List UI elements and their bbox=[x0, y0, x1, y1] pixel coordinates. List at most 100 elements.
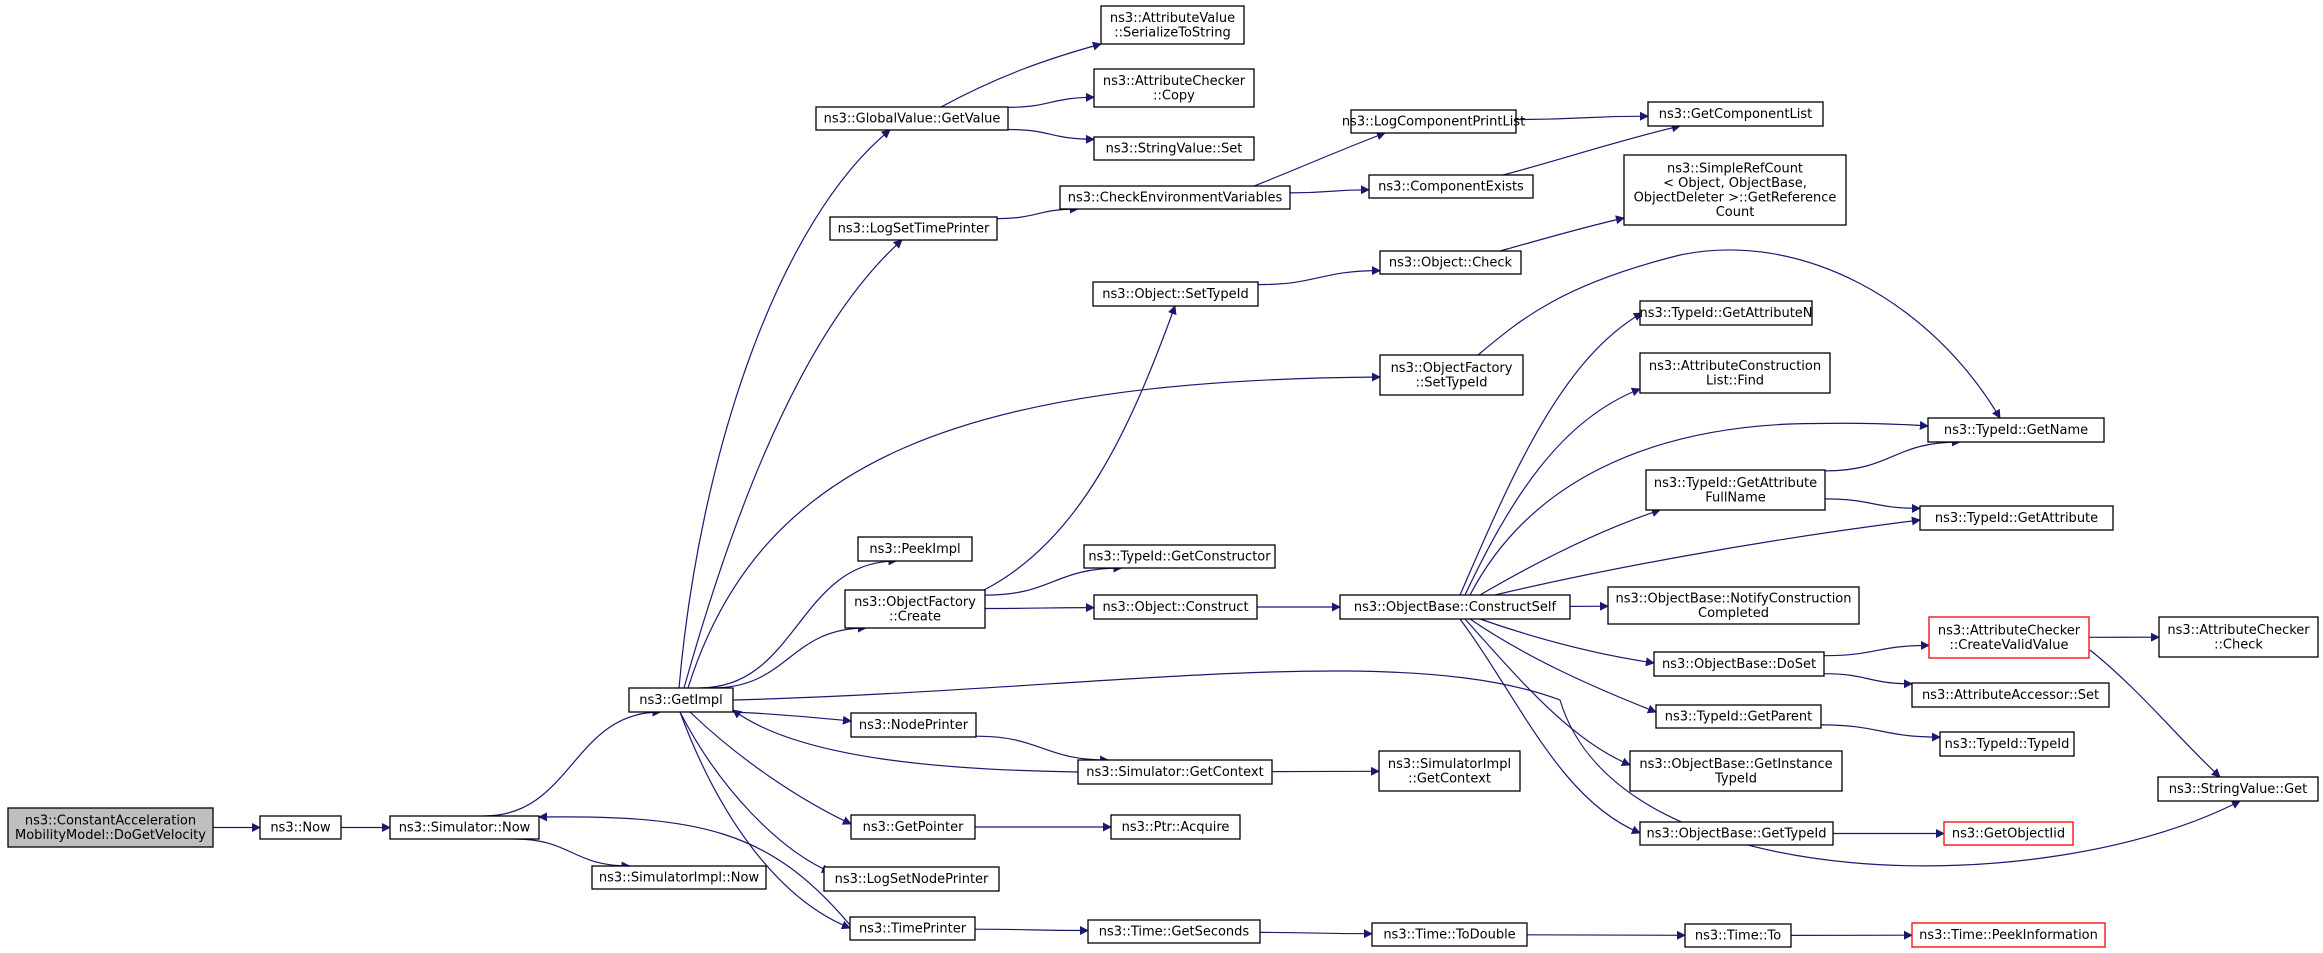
node-box bbox=[1911, 922, 2106, 948]
node-ptracquire[interactable]: ns3::Ptr::Acquire bbox=[1110, 814, 1241, 840]
node-tidtypeid[interactable]: ns3::TypeId::TypeId bbox=[1939, 731, 2075, 757]
nodes-layer: ns3::ConstantAccelerationMobilityModel::… bbox=[7, 5, 2319, 948]
node-label: ns3::SimulatorImpl bbox=[1388, 757, 1511, 772]
node-label: ns3::GlobalValue::GetValue bbox=[824, 112, 1001, 127]
node-objcheck[interactable]: ns3::Object::Check bbox=[1379, 250, 1522, 275]
node-root[interactable]: ns3::ConstantAccelerationMobilityModel::… bbox=[7, 807, 214, 848]
node-label: ns3::TimePrinter bbox=[859, 922, 967, 937]
call-edge-ofcreate-to-tidgetctor bbox=[984, 563, 1123, 596]
node-box bbox=[1350, 109, 1517, 134]
node-label: ns3::TypeId::GetConstructor bbox=[1088, 550, 1271, 565]
node-box bbox=[1655, 704, 1822, 729]
node-label: ns3::Time::GetSeconds bbox=[1099, 925, 1250, 940]
call-edge-gvgetvalue-to-accopy bbox=[1007, 92, 1095, 108]
call-edge-obconstructself-to-obgettypeid bbox=[1459, 618, 1641, 835]
node-peekimpl[interactable]: ns3::PeekImpl bbox=[857, 536, 973, 562]
node-svget[interactable]: ns3::StringValue::Get bbox=[2157, 776, 2319, 802]
node-obconstructself[interactable]: ns3::ObjectBase::ConstructSelf bbox=[1339, 594, 1571, 620]
node-box bbox=[1623, 154, 1847, 226]
node-tidgetctor[interactable]: ns3::TypeId::GetConstructor bbox=[1083, 544, 1276, 569]
node-label: ns3::Time::To bbox=[1695, 929, 1781, 944]
node-label: ns3::GetObjectIid bbox=[1952, 827, 2065, 842]
node-box bbox=[1379, 354, 1524, 396]
node-timeprinter[interactable]: ns3::TimePrinter bbox=[849, 916, 976, 941]
call-edge-checkenv-to-logcompprint bbox=[1253, 131, 1386, 187]
node-getobjectiid[interactable]: ns3::GetObjectIid bbox=[1943, 821, 2074, 846]
call-edge-obconstructself-to-tidgetattrfull bbox=[1479, 508, 1661, 596]
node-box bbox=[1339, 594, 1571, 620]
node-box bbox=[1607, 586, 1860, 625]
node-simimplnow[interactable]: ns3::SimulatorImpl::Now bbox=[591, 865, 767, 890]
node-tidgetname[interactable]: ns3::TypeId::GetName bbox=[1927, 417, 2105, 443]
node-now[interactable]: ns3::Now bbox=[259, 815, 342, 840]
node-tidgetparent[interactable]: ns3::TypeId::GetParent bbox=[1655, 704, 1822, 729]
node-nodeprinter[interactable]: ns3::NodePrinter bbox=[850, 712, 977, 738]
node-label: ns3::Object::Check bbox=[1389, 256, 1513, 271]
node-checkenv[interactable]: ns3::CheckEnvironmentVariables bbox=[1059, 185, 1291, 210]
call-edge-gvgetvalue-to-svset bbox=[1007, 128, 1095, 144]
node-box bbox=[850, 814, 976, 840]
node-logsettime[interactable]: ns3::LogSetTimePrinter bbox=[829, 216, 998, 241]
node-simgetctx[interactable]: ns3::Simulator::GetContext bbox=[1077, 759, 1273, 785]
node-objsettypeid[interactable]: ns3::Object::SetTypeId bbox=[1092, 281, 1259, 307]
node-timegetsec[interactable]: ns3::Time::GetSeconds bbox=[1087, 919, 1261, 944]
node-compexists[interactable]: ns3::ComponentExists bbox=[1368, 174, 1534, 199]
node-ofcreate[interactable]: ns3::ObjectFactory::Create bbox=[844, 589, 986, 629]
node-obnotify[interactable]: ns3::ObjectBase::NotifyConstructionCompl… bbox=[1607, 586, 1860, 625]
node-tidgetattrn[interactable]: ns3::TypeId::GetAttributeN bbox=[1639, 300, 1813, 326]
call-edge-obdoset-to-aaset bbox=[1823, 673, 1913, 689]
node-box bbox=[1927, 417, 2105, 443]
node-timepeek[interactable]: ns3::Time::PeekInformation bbox=[1911, 922, 2106, 948]
node-logsetnode[interactable]: ns3::LogSetNodePrinter bbox=[823, 866, 1000, 892]
node-label: Completed bbox=[1698, 606, 1769, 621]
node-box bbox=[1110, 814, 1241, 840]
node-accreatevalid[interactable]: ns3::AttributeChecker::CreateValidValue bbox=[1928, 616, 2090, 659]
node-label: ns3::SimulatorImpl::Now bbox=[599, 871, 760, 886]
call-edge-objsettypeid-to-objcheck bbox=[1257, 266, 1381, 286]
node-label: ns3::AttributeConstruction bbox=[1649, 359, 1821, 374]
node-box bbox=[1368, 174, 1534, 199]
node-aaset[interactable]: ns3::AttributeAccessor::Set bbox=[1911, 682, 2110, 708]
node-label: ns3::TypeId::GetAttribute bbox=[1935, 511, 2098, 526]
node-box bbox=[850, 712, 977, 738]
node-box bbox=[815, 106, 1009, 131]
node-timeto[interactable]: ns3::Time::To bbox=[1684, 923, 1792, 948]
node-box bbox=[1093, 68, 1255, 108]
call-edge-timeprinter-to-simnow bbox=[538, 812, 851, 926]
node-label: ns3::AttributeAccessor::Set bbox=[1922, 688, 2099, 703]
node-label: ns3::AttributeChecker bbox=[1938, 623, 2081, 638]
node-accopy[interactable]: ns3::AttributeChecker::Copy bbox=[1093, 68, 1255, 108]
node-simnow[interactable]: ns3::Simulator::Now bbox=[389, 815, 540, 840]
call-edge-tidgetattrfull-to-tidgetname bbox=[1824, 437, 1961, 472]
node-getimpl[interactable]: ns3::GetImpl bbox=[628, 687, 734, 713]
node-label: ns3::AttributeChecker bbox=[2167, 623, 2310, 638]
node-getcomplist[interactable]: ns3::GetComponentList bbox=[1647, 101, 1824, 127]
node-box bbox=[2157, 776, 2319, 802]
node-label: ns3::ObjectBase::GetTypeId bbox=[1647, 827, 1827, 842]
node-obdoset[interactable]: ns3::ObjectBase::DoSet bbox=[1653, 651, 1825, 677]
node-svset[interactable]: ns3::StringValue::Set bbox=[1093, 136, 1255, 161]
node-avser[interactable]: ns3::AttributeValue::SerializeToString bbox=[1100, 5, 1245, 45]
node-label: ::SetTypeId bbox=[1415, 375, 1487, 390]
node-tidgetattr[interactable]: ns3::TypeId::GetAttribute bbox=[1919, 505, 2114, 531]
node-ofsettypeid[interactable]: ns3::ObjectFactory::SetTypeId bbox=[1379, 354, 1524, 396]
node-simplerefcount[interactable]: ns3::SimpleRefCount< Object, ObjectBase,… bbox=[1623, 154, 1847, 226]
node-obgettypeid[interactable]: ns3::ObjectBase::GetTypeId bbox=[1639, 821, 1834, 846]
node-label: ns3::TypeId::GetName bbox=[1944, 423, 2088, 438]
node-box bbox=[1653, 651, 1825, 677]
call-edge-tidgetparent-to-tidtypeid bbox=[1820, 724, 1941, 742]
node-logcompprint[interactable]: ns3::LogComponentPrintList bbox=[1342, 109, 1525, 134]
node-objconstruct[interactable]: ns3::Object::Construct bbox=[1093, 594, 1258, 620]
node-label: ns3::Object::Construct bbox=[1102, 600, 1248, 615]
node-label: ns3::ObjectBase::NotifyConstruction bbox=[1616, 591, 1852, 606]
node-accheck[interactable]: ns3::AttributeChecker::Check bbox=[2158, 616, 2319, 658]
node-getpointer[interactable]: ns3::GetPointer bbox=[850, 814, 976, 840]
node-timetodouble[interactable]: ns3::Time::ToDouble bbox=[1371, 922, 1528, 947]
node-simimplgetctx[interactable]: ns3::SimulatorImpl::GetContext bbox=[1378, 750, 1521, 792]
node-box bbox=[1059, 185, 1291, 210]
node-gvgetvalue[interactable]: ns3::GlobalValue::GetValue bbox=[815, 106, 1009, 131]
call-edge-objcheck-to-simplerefcount bbox=[1499, 215, 1625, 252]
